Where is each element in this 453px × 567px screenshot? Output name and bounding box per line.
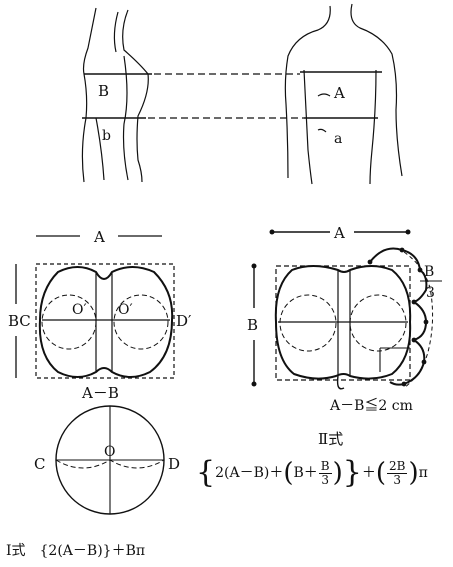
diagram2-bottom-label: A－B≦2 cm: [329, 398, 413, 414]
formula2-frac2-den: 3: [393, 472, 402, 487]
formula2-term2: B＋: [293, 465, 318, 481]
side-label-b-upper: B: [98, 82, 109, 100]
diagram1-outline: [38, 266, 174, 378]
circle-dashed-arc: [55, 459, 165, 469]
diagram2-dashed-circles: [279, 294, 407, 352]
diagram1-dashed-circles: [41, 294, 169, 350]
formula2-term1: 2(A－B)＋: [215, 465, 284, 481]
diagram1-center-right: O′: [118, 302, 133, 318]
formula2-title: Ⅱ式: [318, 430, 344, 448]
diagram2-extension-dots: [367, 247, 429, 387]
formula1: Ⅰ式 {2(A－B)}＋Bπ: [6, 543, 146, 559]
front-measure-lines: [300, 71, 382, 119]
front-label-a-lower: a: [334, 131, 342, 147]
diagram1-left-label: BC: [8, 312, 31, 330]
formula2-open-paren1: (: [283, 458, 294, 488]
formula2-pi: π: [418, 465, 428, 481]
diagram1-center-left: O′: [72, 302, 87, 318]
formula2-close-paren1: ): [332, 458, 343, 488]
diagram2-small-loop: [336, 375, 345, 390]
circle-right-label: D: [168, 455, 180, 473]
diagram1-bottom-label: A－B: [81, 384, 119, 402]
formula2-term3: ＋: [361, 465, 376, 481]
diagram2-fraction-numerator: B: [424, 264, 434, 280]
diagram2-corner-mark: [379, 347, 410, 372]
diagram2-fraction-denominator: 3: [426, 285, 435, 301]
formula2-open-paren2: (: [375, 458, 387, 488]
circle-center-label: O: [104, 444, 115, 460]
formula2-frac2-num: 2B: [387, 458, 408, 474]
diagram1-width-label: A: [93, 228, 105, 246]
diagram2-height-label: B: [247, 316, 258, 334]
formula2-close-paren2: ): [408, 458, 419, 488]
diagram2-width-label: A: [333, 224, 345, 242]
formula2-frac1-num: B: [318, 458, 332, 474]
connector-lines: [148, 73, 304, 119]
formula2-frac1-den: 3: [321, 472, 330, 487]
diagram2-dimension-dots: [251, 229, 411, 387]
circle-left-label: C: [34, 455, 45, 473]
side-view-figure: [81, 7, 149, 183]
diagram1-axes: [42, 272, 170, 372]
diagram1-right-label: D′: [176, 312, 192, 330]
formula2-open-brace: {: [196, 455, 216, 490]
side-measure-lines: [82, 73, 152, 119]
front-label-a-upper: A: [333, 84, 345, 102]
diagram2-bounding-box: [275, 265, 411, 381]
front-view-figure: [284, 3, 403, 185]
diagram2-axes: [278, 270, 408, 376]
diagram1-bounding-box: [35, 263, 175, 379]
formula2-close-brace: }: [342, 455, 362, 490]
side-label-b-lower: b: [102, 128, 111, 144]
